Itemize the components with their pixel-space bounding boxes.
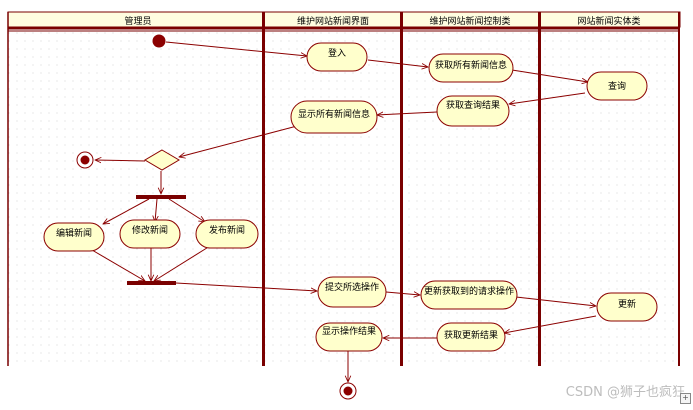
watermark: CSDN @狮子也疯狂 [566,381,685,400]
initial-node [153,35,166,48]
join-bar [127,281,176,285]
activity-get-update-result-label: 获取更新结果 [444,329,498,341]
activity-publish-news-label: 发布新闻 [209,224,245,236]
lane-header-controller: 维护网站新闻控制类 [429,15,510,27]
activity-show-all-news-label: 显示所有新闻信息 [298,108,370,120]
resize-corner-icon[interactable]: + [680,393,691,404]
activity-submit-ops-label: 提交所选操作 [325,281,379,293]
activity-update-label: 更新 [618,298,636,310]
activity-show-op-result-label: 显示操作结果 [322,325,376,337]
final-node-2-inner [344,387,353,396]
fork-bar [136,195,186,199]
activity-edit-news-label: 编辑新闻 [56,227,92,239]
activity-update-request-label: 更新获取到的请求操作 [424,285,514,297]
activity-get-query-result-label: 获取查询结果 [446,99,500,111]
lane-header-admin: 管理员 [124,15,151,27]
lane-header-entity: 网站新闻实体类 [577,15,640,27]
activity-get-all-news-label: 获取所有新闻信息 [435,59,507,71]
activity-query-label: 查询 [608,80,626,92]
activity-modify-news-label: 修改新闻 [132,224,168,236]
activity-login-label: 登入 [328,48,346,59]
final-node-1-inner [81,156,90,165]
lane-header-ui: 维护网站新闻界面 [297,15,369,27]
